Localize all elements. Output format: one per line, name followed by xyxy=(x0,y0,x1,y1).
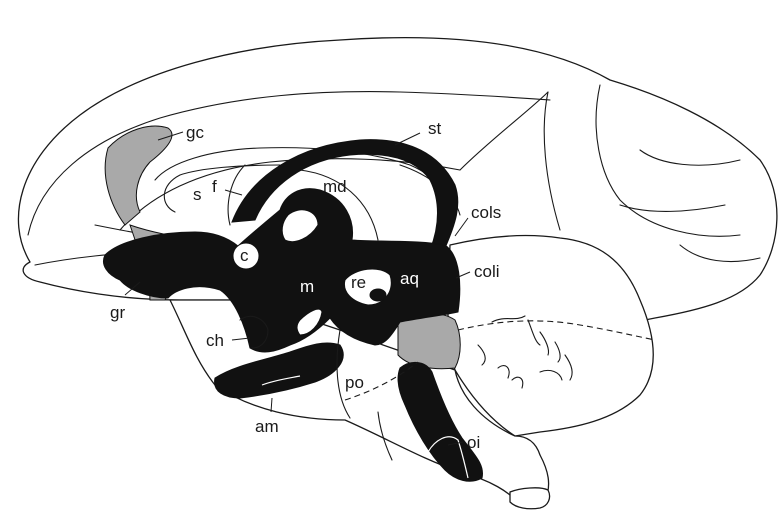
label-s: s xyxy=(193,185,202,204)
gray-region-colliculus xyxy=(398,313,460,368)
label-coli: coli xyxy=(474,262,500,281)
label-gc: gc xyxy=(186,123,204,142)
label-md: md xyxy=(323,177,347,196)
label-gr: gr xyxy=(110,303,125,322)
label-st: st xyxy=(428,119,442,138)
label-oi: oi xyxy=(467,433,480,452)
label-po: po xyxy=(345,373,364,392)
label-cols: cols xyxy=(471,203,501,222)
label-ch: ch xyxy=(206,331,224,350)
label-m: m xyxy=(300,277,314,296)
spinal-cord-stub xyxy=(510,488,550,509)
label-re: re xyxy=(351,273,366,292)
re-inner xyxy=(370,289,386,301)
label-aq: aq xyxy=(400,269,419,288)
label-c: c xyxy=(240,246,249,265)
label-f: f xyxy=(212,177,217,196)
label-am: am xyxy=(255,417,279,436)
